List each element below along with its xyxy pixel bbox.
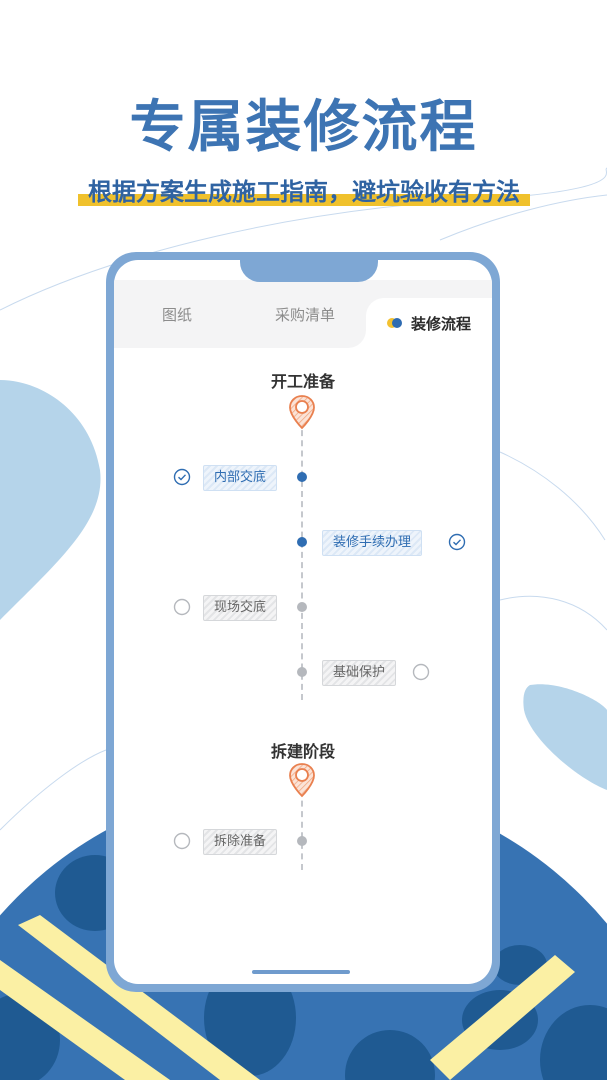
timeline-node — [297, 537, 307, 547]
tab-label: 图纸 — [161, 305, 192, 324]
timeline-node — [297, 836, 307, 846]
step-chip[interactable]: 现场交底 — [203, 595, 278, 621]
check-circle-icon[interactable] — [448, 533, 466, 551]
phone-screen: 图纸 采购清单 装修流程 开工准备 内部交底 — [114, 260, 492, 984]
location-pin-icon — [289, 763, 315, 798]
tab-label: 装修流程 — [410, 314, 471, 333]
empty-circle-icon[interactable] — [173, 598, 191, 616]
subheadline-block: 根据方案生成施工指南，避坑验收有方法 — [76, 172, 532, 212]
stage-title: 开工准备 — [270, 372, 335, 391]
timeline-node — [297, 667, 307, 677]
tab-label: 采购清单 — [274, 305, 335, 324]
step-chip[interactable]: 基础保护 — [322, 660, 397, 686]
location-pin-icon — [289, 395, 315, 430]
tab-drawings[interactable]: 图纸 — [114, 280, 240, 348]
phone-mockup: 图纸 采购清单 装修流程 开工准备 内部交底 — [106, 252, 500, 992]
timeline-node — [297, 472, 307, 482]
check-circle-icon[interactable] — [173, 468, 191, 486]
step-chip[interactable]: 装修手续办理 — [322, 530, 423, 556]
empty-circle-icon[interactable] — [173, 832, 191, 850]
step-chip[interactable]: 内部交底 — [203, 465, 278, 491]
timeline-node — [297, 602, 307, 612]
timeline-line — [301, 790, 303, 870]
dual-dot-icon — [386, 318, 403, 328]
tab-renovation-process[interactable]: 装修流程 — [366, 298, 492, 348]
highlight-bar — [78, 194, 530, 206]
step-chip[interactable]: 拆除准备 — [203, 829, 278, 855]
home-indicator — [252, 970, 350, 974]
timeline-line — [301, 420, 303, 700]
empty-circle-icon[interactable] — [412, 663, 430, 681]
page-subheadline: 根据方案生成施工指南，避坑验收有方法 — [88, 177, 520, 206]
stage-title: 拆建阶段 — [270, 742, 335, 761]
tab-shopping-list[interactable]: 采购清单 — [240, 280, 370, 348]
page-headline: 专属装修流程 — [129, 94, 478, 160]
phone-notch — [240, 260, 378, 282]
